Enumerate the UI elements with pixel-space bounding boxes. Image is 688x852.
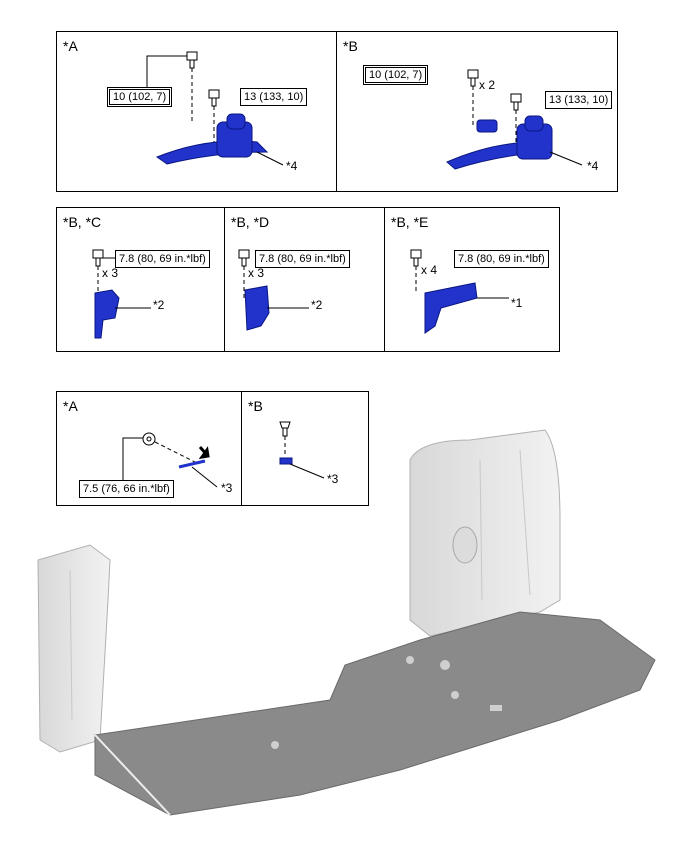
quantity-label: x 3 — [102, 266, 119, 280]
panel-mid-be: *B, *E 7.8 (80, 69 in.*lbf) x 4 *1 — [384, 207, 560, 352]
panel-mid-bc: *B, *C 7.8 (80, 69 in.*lbf) x 3 *2 — [56, 207, 225, 352]
rear-side-panel — [409, 429, 561, 637]
torque-spec-large: 10 (102, 7) — [363, 65, 429, 85]
torque-spec-small: 13 (133, 10) — [240, 88, 308, 106]
torque-spec-large: 10 (102, 7) — [107, 87, 173, 107]
panel-label: *B, *C — [63, 214, 102, 230]
bolt-icon — [92, 249, 104, 267]
panel-bottom-a: *A 7.5 (76, 66 in.*lbf) *3 — [56, 391, 242, 506]
panel-label: *A — [63, 38, 78, 54]
torque-spec-small: 13 (133, 10) — [545, 91, 613, 109]
callout-label: *2 — [153, 298, 165, 312]
torque-spec: 7.8 (80, 69 in.*lbf) — [115, 250, 210, 268]
top-b-illustration — [446, 69, 583, 170]
bracket-icon — [244, 285, 270, 331]
callout-label: *4 — [587, 159, 599, 173]
bracket-icon — [424, 282, 478, 334]
bracket-icon — [94, 289, 120, 339]
bolt-icon — [510, 93, 522, 111]
callout-label: *4 — [286, 159, 298, 173]
mid-bd-illustration — [238, 249, 309, 331]
quantity-label: x 3 — [248, 266, 265, 280]
panel-top-b: *B 10 (102, 7) x 2 13 (133, 10) *4 — [336, 31, 618, 192]
callout-label: *1 — [511, 296, 523, 310]
panel-label: *A — [63, 398, 78, 414]
top-a-illustration — [146, 51, 284, 166]
front-side-panel — [37, 544, 111, 753]
panel-label: *B, *E — [391, 214, 429, 230]
bolt-icon — [186, 51, 198, 69]
clip-icon — [279, 421, 291, 437]
bolt-icon — [410, 249, 422, 267]
mid-be-illustration — [410, 249, 509, 334]
torque-spec: 7.8 (80, 69 in.*lbf) — [255, 250, 350, 268]
panel-top-a: *A 10 (102, 7) 13 (133, 10) *4 — [56, 31, 337, 192]
bottom-a-illustration — [122, 432, 218, 488]
mid-bc-illustration — [92, 249, 151, 339]
nut-icon — [142, 432, 156, 446]
arrow-icon — [198, 446, 210, 460]
seat-belt-anchor-icon — [155, 113, 269, 165]
torque-spec: 7.5 (76, 66 in.*lbf) — [79, 480, 174, 498]
bottom-b-illustration — [279, 421, 325, 479]
panel-mid-bd: *B, *D 7.8 (80, 69 in.*lbf) x 3 *2 — [224, 207, 385, 352]
callout-label: *3 — [221, 481, 233, 495]
callout-label: *3 — [327, 472, 339, 486]
callout-label: *2 — [311, 298, 323, 312]
torque-spec: 7.8 (80, 69 in.*lbf) — [454, 250, 549, 268]
panel-label: *B — [248, 398, 263, 414]
quantity-label: x 2 — [479, 78, 496, 92]
panel-label: *B — [343, 38, 358, 54]
bolt-icon — [467, 69, 479, 87]
bolt-icon — [208, 89, 220, 107]
panel-bottom-b: *B *3 — [241, 391, 369, 506]
quantity-label: x 4 — [421, 263, 438, 277]
bolt-icon — [238, 249, 250, 267]
panel-label: *B, *D — [231, 214, 270, 230]
floor-panel — [94, 611, 656, 816]
seat-belt-anchor-icon — [446, 115, 553, 170]
